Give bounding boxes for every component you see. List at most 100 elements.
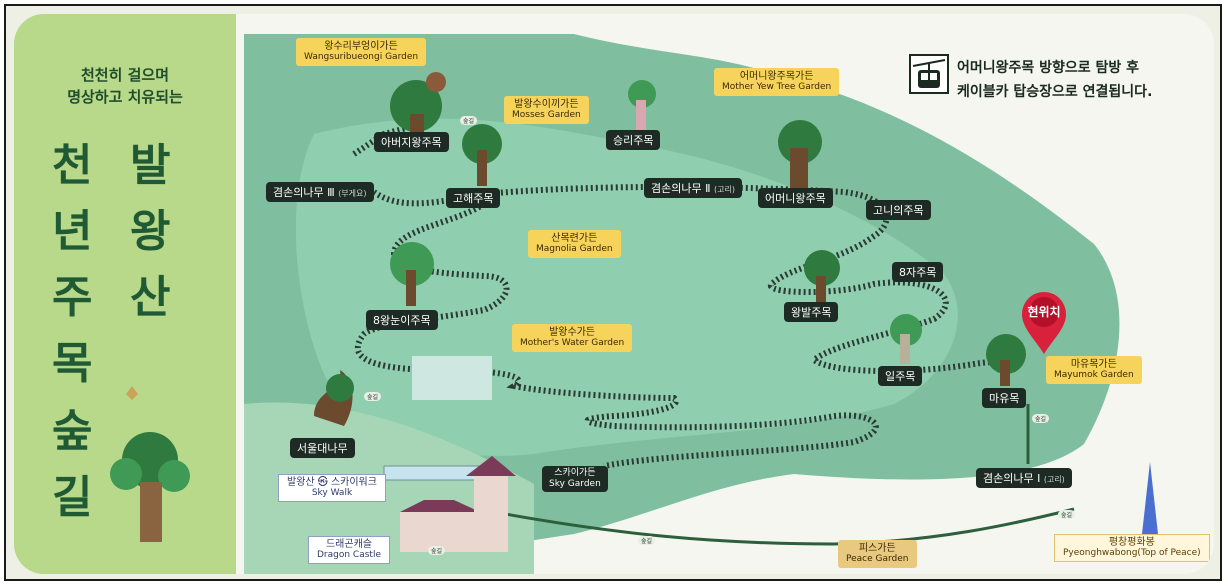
stop-gyeomson2-note: (고리) (714, 185, 735, 194)
tag-skywalk: 발왕산 ㉿ 스카이워크 Sky Walk (278, 474, 386, 502)
stop-seungni: 승리주목 (606, 130, 661, 150)
tree-seungni (628, 80, 656, 108)
title-char-1: 천 (52, 140, 93, 191)
trail-map-board: 천천히 걸으며 명상하고 치유되는 천 년 주 목 숲 길 발 왕 산 (14, 14, 1214, 574)
garden-mayumok-en: Mayumok Garden (1054, 370, 1134, 380)
title-char-7: 발 (130, 140, 171, 191)
title-char-6: 길 (52, 472, 93, 523)
garden-mosses-en: Mosses Garden (512, 110, 581, 120)
tree-wangbal (804, 250, 840, 286)
tower-roof (466, 456, 516, 476)
garden-motheryew-en: Mother Yew Tree Garden (722, 82, 832, 92)
tag-peace-tower-en: Pyeonghwabong(Top of Peace) (1063, 548, 1201, 558)
stop-il: 일주목 (878, 366, 923, 386)
tag-skywalk-ko: 발왕산 ㉿ 스카이워크 (287, 477, 377, 488)
water-garden (412, 356, 492, 400)
panel-subtitle-line2: 명상하고 치유되는 (67, 88, 183, 106)
current-location-label: 현위치 (1027, 305, 1061, 319)
tree-seoul-crown (326, 374, 354, 402)
notice-line1: 어머니왕주목 방향으로 탐방 후 (957, 60, 1140, 76)
trail-hint-5: 숲길 (638, 536, 656, 545)
road (493, 507, 1075, 546)
garden-peace-ko: 피스가든 (858, 543, 896, 554)
garden-wangsuri: 왕수리부엉이가든 Wangsuribueongi Garden (296, 38, 427, 66)
trunk-seungni (636, 100, 646, 130)
trail-hint-6: 숲길 (428, 546, 446, 555)
stop-8ja: 8자주목 (892, 262, 944, 282)
tag-dragon-en: Dragon Castle (317, 550, 381, 560)
stop-mayu: 마유목 (982, 388, 1027, 408)
trunk-wangbal (816, 276, 826, 302)
tree-il (890, 314, 922, 346)
stop-abeoji: 아버지왕주목 (374, 132, 449, 152)
title-char-3: 주 (52, 272, 93, 323)
stop-gyeomson2: 겸손의나무 Ⅱ (고리) (644, 178, 742, 198)
stop-gohae: 고해주목 (446, 188, 501, 208)
tag-dragon-castle: 드래곤캐슬 Dragon Castle (308, 536, 390, 564)
panel-subtitle-line1: 천천히 걸으며 (80, 66, 170, 84)
tree-gohae (462, 124, 502, 164)
tag-peace-tower: 평창평화봉 Pyeonghwabong(Top of Peace) (1054, 534, 1210, 562)
stop-gyeomson3: 겸손의나무 Ⅲ (부게요) (266, 182, 374, 202)
tree-abeoji (390, 80, 442, 132)
stop-gyeomson3-name: 겸손의나무 Ⅲ (273, 186, 335, 199)
castle-body (400, 512, 480, 552)
garden-sky: 스카이가든 Sky Garden (542, 466, 608, 492)
stop-gyeomson1-note: (고리) (1043, 475, 1065, 484)
screenshot-frame: 천천히 걸으며 명상하고 치유되는 천 년 주 목 숲 길 발 왕 산 (4, 4, 1222, 581)
stop-wangbal: 왕발주목 (784, 302, 839, 322)
garden-magnolia: 산목련가든 Magnolia Garden (528, 230, 621, 258)
stop-goni: 고니의주목 (866, 200, 931, 220)
stop-gyeomson1-name: 겸손의나무 Ⅰ (983, 472, 1041, 485)
trunk-eomeoni (790, 148, 808, 188)
trail-hint-4: 숲길 (1058, 510, 1076, 519)
garden-mayumok-ko: 마유목가든 (1070, 359, 1117, 370)
castle-roof (400, 500, 480, 512)
cable-car-icon (909, 54, 949, 94)
garden-motherswater-en: Mother's Water Garden (520, 338, 625, 348)
garden-motherswater-ko: 발왕수가든 (549, 327, 596, 338)
notice-line2: 케이블카 탑승장으로 연결됩니다. (957, 84, 1153, 100)
trail-hint-3: 숲길 (1032, 414, 1050, 423)
tree-mayu (986, 334, 1026, 374)
garden-mosses-ko: 발왕수이끼가든 (514, 99, 579, 110)
title-char-5: 숲 (52, 406, 93, 457)
garden-wangsuri-en: Wangsuribueongi Garden (304, 52, 419, 62)
title-char-2: 년 (52, 206, 93, 257)
garden-motheryew-ko: 어머니왕주목가든 (739, 71, 814, 82)
trunk-mayu (1000, 360, 1010, 386)
title-char-8: 왕 (130, 206, 171, 257)
stop-gyeomson1: 겸손의나무 Ⅰ (고리) (976, 468, 1072, 488)
trunk-gohae (477, 150, 487, 186)
trail-hint-2: 숲길 (364, 392, 382, 401)
tag-dragon-ko: 드래곤캐슬 (325, 539, 372, 550)
location-pin-icon (1022, 292, 1066, 354)
trail-hint-1: 숲길 (460, 116, 478, 125)
garden-sky-en: Sky Garden (549, 479, 601, 489)
peace-tower (1142, 462, 1158, 534)
garden-motherswater: 발왕수가든 Mother's Water Garden (512, 324, 633, 352)
stop-seoul: 서울대나무 (290, 438, 355, 458)
garden-magnolia-ko: 산목련가든 (551, 233, 598, 244)
tower (474, 472, 508, 552)
garden-magnolia-en: Magnolia Garden (536, 244, 613, 254)
garden-sky-ko: 스카이가든 (554, 468, 596, 478)
tag-skywalk-en: Sky Walk (311, 488, 353, 498)
stop-eomeoni: 어머니왕주목 (758, 188, 833, 208)
title-char-9: 산 (130, 272, 171, 323)
tree-palwangnun (390, 242, 434, 286)
trunk-il (900, 334, 910, 364)
garden-mayumok: 마유목가든 Mayumok Garden (1046, 356, 1142, 384)
stop-gyeomson2-name: 겸손의나무 Ⅱ (651, 182, 711, 195)
tree-illustration (110, 386, 190, 542)
title-char-4: 목 (52, 338, 93, 389)
garden-peace: 피스가든 Peace Garden (838, 540, 917, 568)
garden-mosses: 발왕수이끼가든 Mosses Garden (504, 96, 589, 124)
owl (426, 72, 446, 92)
tag-peace-tower-ko: 평창평화봉 (1108, 537, 1155, 548)
tree-eomeoni (778, 120, 822, 164)
trunk-palwangnun (406, 270, 416, 306)
garden-peace-en: Peace Garden (846, 554, 909, 564)
current-location-pin: 현위치 (1020, 292, 1068, 356)
title-panel: 천천히 걸으며 명상하고 치유되는 천 년 주 목 숲 길 발 왕 산 (14, 14, 236, 574)
